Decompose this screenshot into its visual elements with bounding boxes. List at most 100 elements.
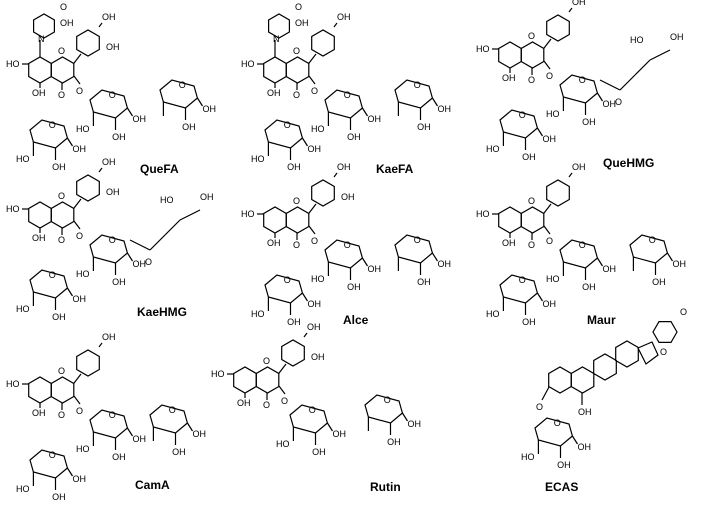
- atom-label: OH: [543, 299, 557, 309]
- atom-label: OH: [522, 152, 536, 162]
- atom-label: O: [579, 240, 586, 250]
- a-ring: [263, 56, 287, 84]
- atom-label: O: [293, 240, 300, 250]
- atom-label: O: [660, 347, 667, 357]
- label-quehmg: QueHMG: [603, 156, 655, 170]
- bond: [649, 49, 671, 61]
- atom-label: HO: [276, 439, 290, 449]
- steroid-ring-a: [548, 366, 572, 394]
- atom-label: OH: [582, 117, 596, 127]
- c-ring: [50, 376, 75, 404]
- atom-label: O: [109, 90, 116, 100]
- atom-label: OH: [133, 434, 147, 444]
- piperidinone-ring: [32, 13, 55, 39]
- atom-label: O: [281, 396, 288, 406]
- label-alce: Alce: [343, 313, 369, 327]
- bond: [126, 252, 134, 262]
- c-ring: [285, 206, 310, 234]
- atom-label: O: [680, 307, 687, 317]
- a-ring: [28, 201, 52, 229]
- atom-label: OH: [73, 144, 87, 154]
- atom-label: O: [579, 75, 586, 85]
- atom-label: O: [284, 120, 291, 130]
- atom-label: OH: [133, 259, 147, 269]
- atom-label: OH: [387, 437, 401, 447]
- bond: [596, 92, 604, 102]
- atom-label: O: [519, 110, 526, 120]
- bond: [98, 167, 103, 173]
- atom-label: O: [58, 46, 65, 56]
- atom-label: OH: [60, 18, 74, 28]
- atom-label: OH: [312, 447, 326, 457]
- atom-label: OH: [182, 122, 196, 132]
- bond: [536, 127, 544, 137]
- atom-label: OH: [52, 492, 66, 502]
- atom-label: O: [615, 97, 622, 107]
- atom-label: OH: [308, 144, 322, 154]
- atom-label: OH: [307, 322, 321, 332]
- atom-label: OH: [603, 264, 617, 274]
- atom-label: OH: [73, 294, 87, 304]
- atom-label: OH: [106, 42, 120, 52]
- atom-label: HO: [76, 444, 90, 454]
- atom-label: O: [554, 418, 561, 428]
- atom-label: OH: [337, 12, 351, 22]
- atom-label: OH: [237, 398, 251, 408]
- atom-label: O: [179, 80, 186, 90]
- a-ring: [498, 41, 522, 69]
- b-ring: [76, 29, 100, 57]
- atom-label: HO: [16, 484, 30, 494]
- atom-label: OH: [543, 134, 557, 144]
- atom-label: O: [145, 257, 152, 267]
- bond: [536, 292, 544, 302]
- atom-label: O: [536, 402, 543, 412]
- atom-label: OH: [112, 132, 126, 142]
- atom-label: OH: [417, 122, 431, 132]
- bond: [541, 386, 550, 401]
- bond: [73, 198, 82, 209]
- atom-label: O: [263, 400, 270, 410]
- atom-label: HO: [546, 109, 560, 119]
- bond: [278, 363, 287, 374]
- bond: [98, 22, 103, 28]
- bond: [164, 219, 181, 236]
- bond: [326, 422, 334, 432]
- bond: [568, 172, 573, 178]
- atom-label: OH: [347, 282, 361, 292]
- atom-label: O: [414, 80, 421, 90]
- atom-label: OH: [408, 419, 422, 429]
- atom-label: O: [414, 235, 421, 245]
- bond: [543, 203, 552, 214]
- steroid-ring-c: [593, 353, 617, 381]
- c-ring: [50, 201, 75, 229]
- atom-label: OH: [52, 312, 66, 322]
- atom-label: OH: [522, 317, 536, 327]
- atom-label: OH: [308, 299, 322, 309]
- bond: [301, 292, 309, 302]
- atom-label: O: [528, 75, 535, 85]
- atom-label: O: [311, 236, 318, 246]
- bond: [431, 252, 439, 262]
- atom-label: OH: [295, 18, 309, 28]
- label-kaefa: KaeFA: [376, 162, 414, 176]
- atom-label: OH: [287, 317, 301, 327]
- atom-label: HO: [251, 309, 265, 319]
- bond: [303, 332, 308, 338]
- atom-label: OH: [32, 408, 46, 418]
- a-ring: [28, 376, 52, 404]
- bond: [73, 373, 82, 384]
- atom-label: OH: [572, 0, 586, 7]
- bond: [186, 422, 194, 432]
- atom-label: OH: [582, 282, 596, 292]
- bond: [666, 252, 674, 262]
- atom-label: O: [284, 275, 291, 285]
- atom-label: OH: [502, 238, 516, 248]
- atom-label: OH: [578, 407, 592, 417]
- label-rutin: Rutin: [370, 480, 401, 494]
- atom-label: OH: [333, 429, 347, 439]
